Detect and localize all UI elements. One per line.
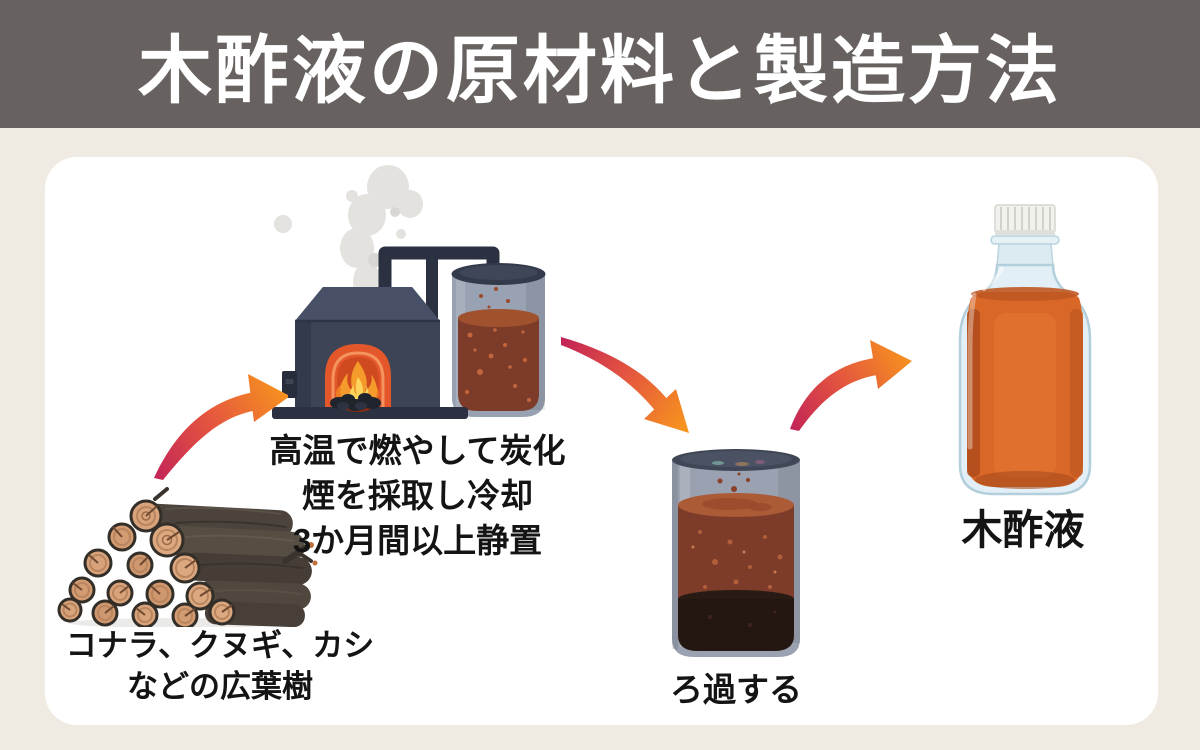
log-ends <box>57 499 236 627</box>
kiln-condenser-illustration <box>272 165 546 419</box>
filter-caption-text: ろ過する <box>670 671 802 708</box>
wood-caption: コナラ、クヌギ、カシ などの広葉樹 <box>45 625 395 707</box>
twig-icon <box>153 487 169 501</box>
bottle-cap-icon <box>994 204 1056 235</box>
product-caption-text: 木酢液 <box>961 507 1085 553</box>
arrow-3-icon <box>790 340 912 431</box>
kiln-caption-line1: 高温で燃やして炭化 <box>269 432 566 469</box>
diagram-card: 高温で燃やして炭化 煙を採取し冷却 3か月間以上静置 コナラ、クヌギ、カシ など… <box>45 157 1158 725</box>
sediment-layer <box>678 599 794 651</box>
arrow-2-icon <box>561 337 689 433</box>
kiln-caption-line2: 煙を採取し冷却 <box>302 477 533 514</box>
header-band: 木酢液の原材料と製造方法 <box>0 0 1200 128</box>
page-title: 木酢液の原材料と製造方法 <box>138 28 1062 112</box>
branch-icon <box>282 544 310 564</box>
kiln-caption: 高温で燃やして炭化 煙を採取し冷却 3か月間以上静置 <box>245 428 590 563</box>
wood-caption-line1: コナラ、クヌギ、カシ <box>65 628 375 663</box>
smoke-icon <box>274 165 423 302</box>
falling-drops <box>717 472 750 492</box>
arrow-1-icon <box>154 374 288 480</box>
kiln-caption-line3: 3か月間以上静置 <box>292 522 543 559</box>
filter-caption: ろ過する <box>611 670 861 710</box>
bottle-liquid <box>967 287 1083 489</box>
condenser-tank-icon <box>451 263 546 417</box>
bottle-illustration <box>958 204 1092 496</box>
log-pile-illustration <box>57 487 318 627</box>
kiln-door-handle <box>282 371 297 398</box>
settling-tank-illustration <box>672 449 800 657</box>
product-caption: 木酢液 <box>898 507 1148 553</box>
wood-caption-line2: などの広葉樹 <box>127 669 313 704</box>
kiln-icon <box>272 287 468 419</box>
